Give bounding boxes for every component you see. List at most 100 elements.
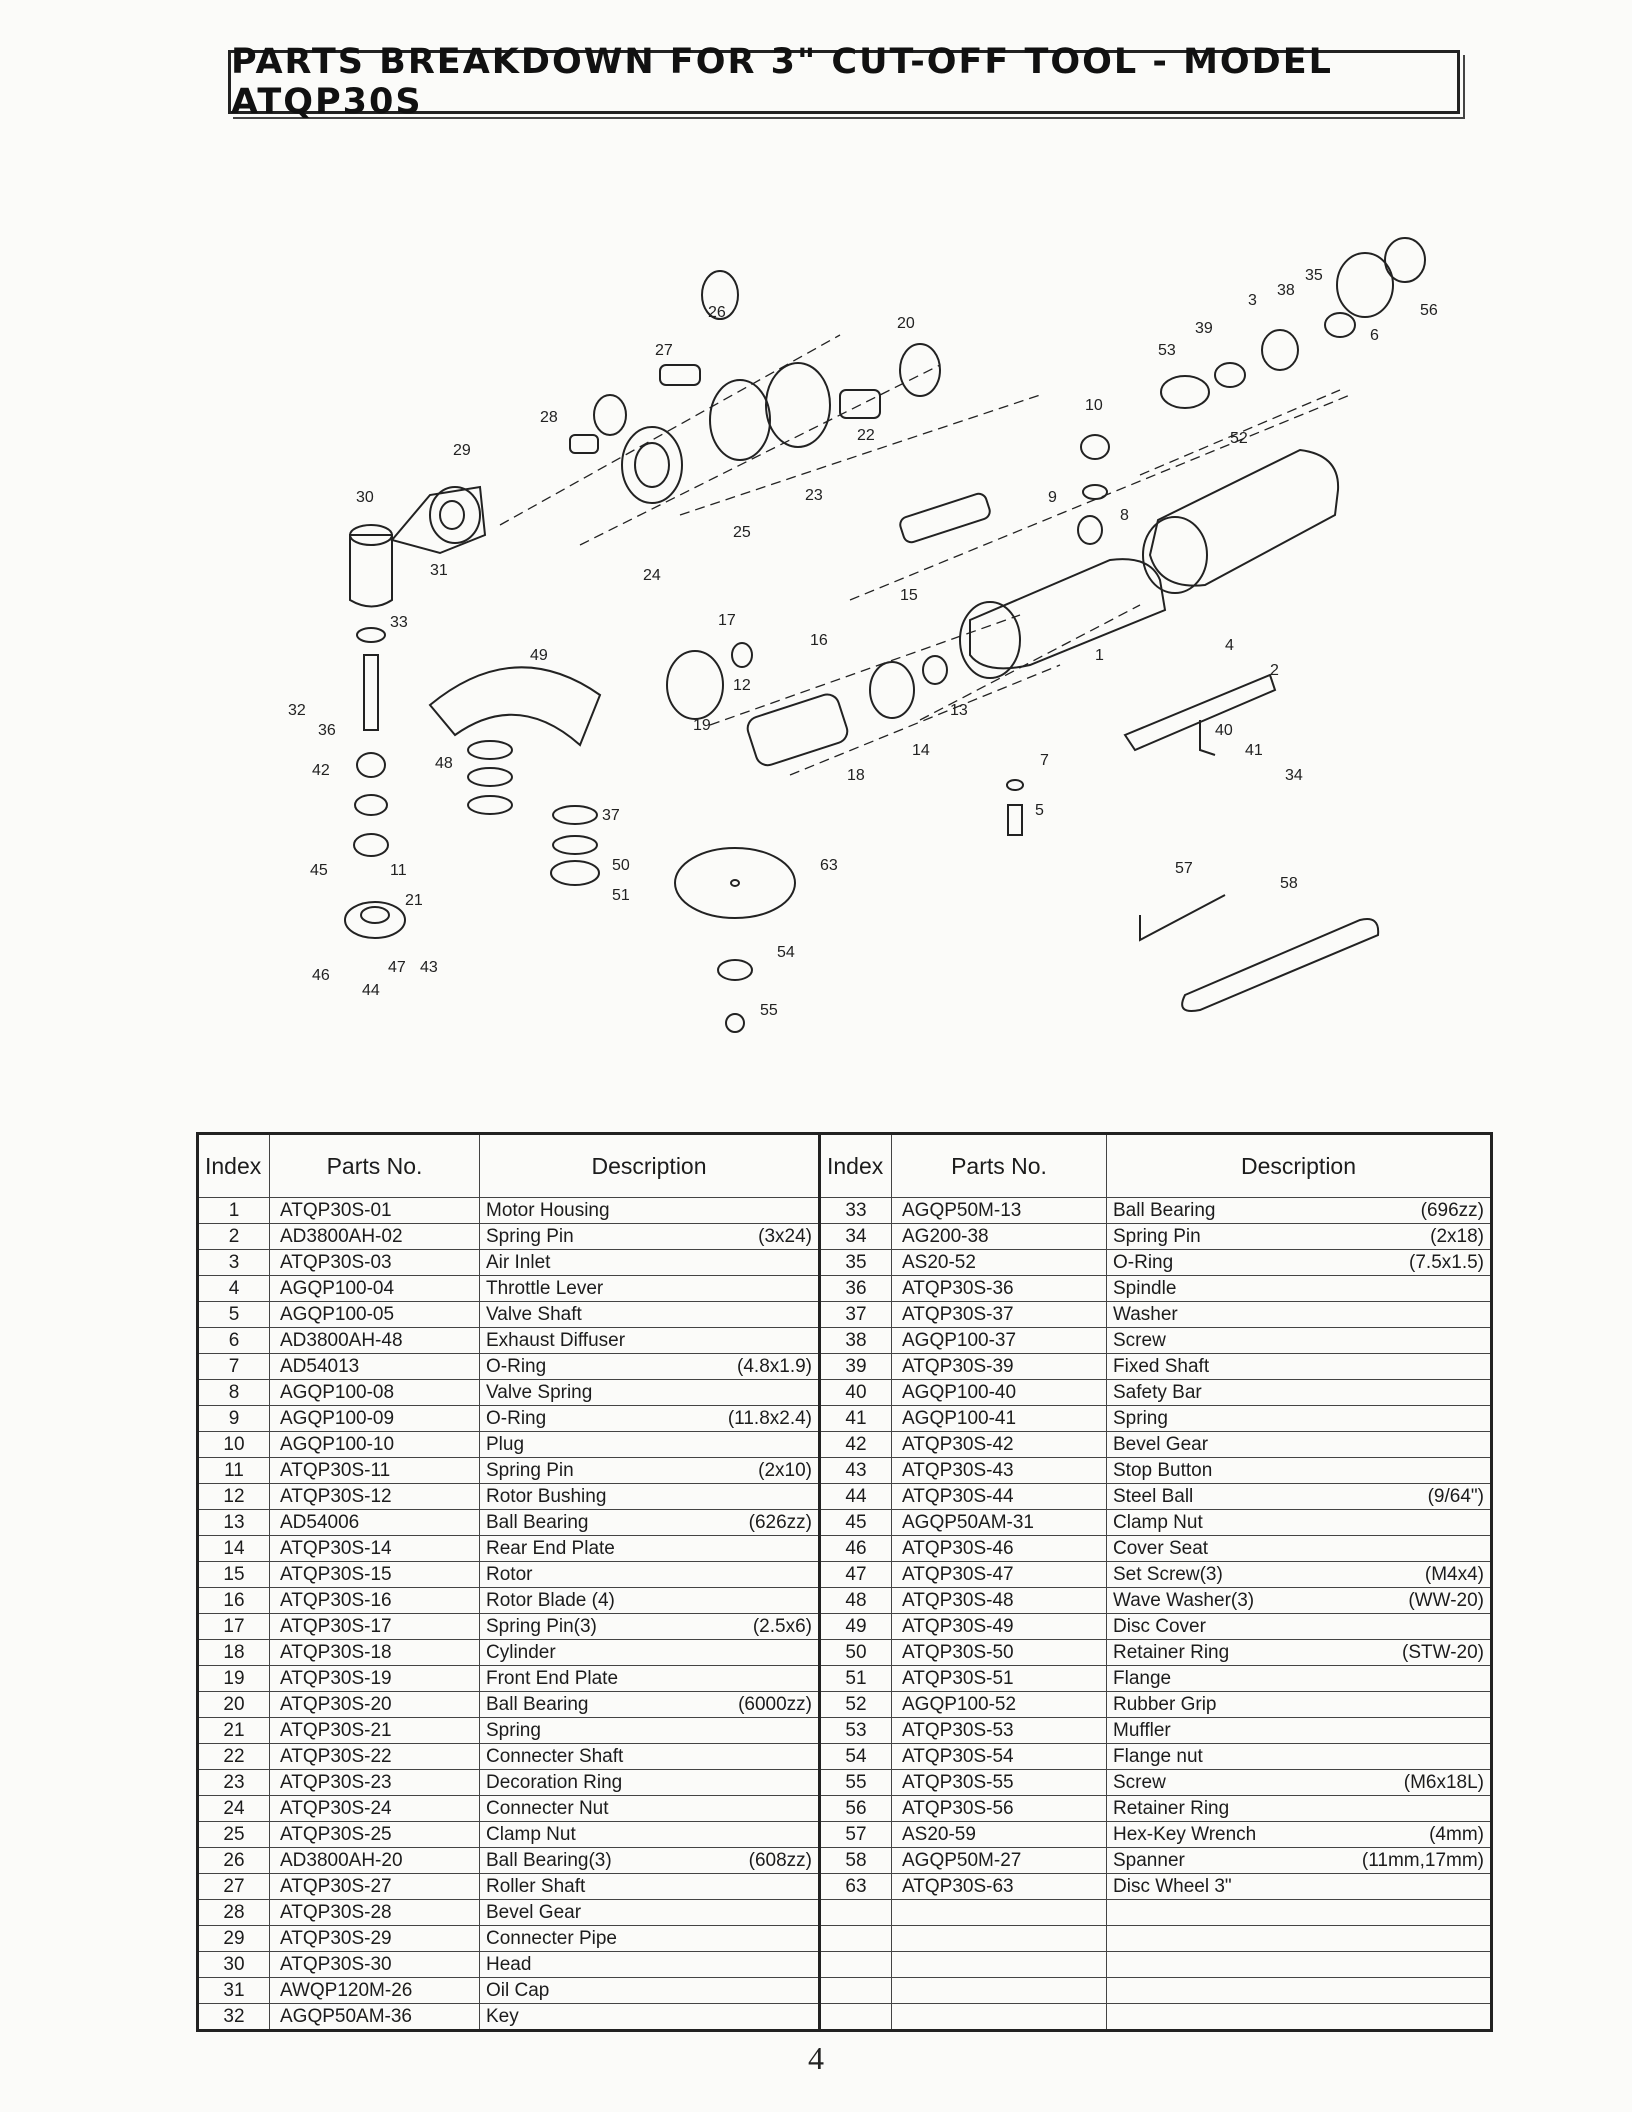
part-size: (608zz) xyxy=(748,1849,812,1871)
part-size: (6000zz) xyxy=(738,1693,812,1715)
part-description-text: Connecter Nut xyxy=(486,1797,609,1819)
part-size xyxy=(804,1433,812,1457)
part-number: AGQP50M-27 xyxy=(891,1847,1107,1874)
diagram-label: 14 xyxy=(912,742,930,759)
part-description: Fixed Shaft xyxy=(1106,1353,1492,1380)
part-description-text: Valve Shaft xyxy=(486,1303,582,1325)
part-number: ATQP30S-53 xyxy=(891,1717,1107,1744)
part-description: Set Screw(3)(M4x4) xyxy=(1106,1561,1492,1588)
part-number: AD3800AH-02 xyxy=(269,1223,480,1250)
part-description-text: Ball Bearing xyxy=(486,1511,589,1533)
part-index: 51 xyxy=(819,1665,892,1692)
part-index: 34 xyxy=(819,1223,892,1250)
part-size xyxy=(804,1875,812,1899)
part-index: 1 xyxy=(197,1197,270,1224)
head-part xyxy=(349,534,393,608)
page-title: PARTS BREAKDOWN FOR 3" CUT-OFF TOOL - MO… xyxy=(231,42,1333,122)
header-index: Index No. xyxy=(819,1133,892,1198)
part-index: 44 xyxy=(819,1483,892,1510)
part-description: Spring Pin(2x18) xyxy=(1106,1223,1492,1250)
part-description: Throttle Lever xyxy=(479,1275,821,1302)
part-description: Disc Wheel 3" xyxy=(1106,1873,1492,1900)
part-description-text: Motor Housing xyxy=(486,1199,610,1221)
part-number: ATQP30S-11 xyxy=(269,1457,480,1484)
part-number: AD3800AH-20 xyxy=(269,1847,480,1874)
part-description: Flange xyxy=(1106,1665,1492,1692)
part-size xyxy=(804,1719,812,1743)
part-size xyxy=(804,1771,812,1795)
diagram-label: 42 xyxy=(312,762,330,779)
part-description: Flange nut xyxy=(1106,1743,1492,1770)
diagram-label: 13 xyxy=(950,702,968,719)
part-description-text: Throttle Lever xyxy=(486,1277,604,1299)
part-size: (M4x4) xyxy=(1424,1563,1484,1585)
part-description-text: Rotor xyxy=(486,1563,533,1585)
part-number: ATQP30S-17 xyxy=(269,1613,480,1640)
part-index: 29 xyxy=(197,1925,270,1952)
part-index: 16 xyxy=(197,1587,270,1614)
part-index: 50 xyxy=(819,1639,892,1666)
diagram-label: 48 xyxy=(435,755,453,772)
part-size xyxy=(804,1199,812,1223)
part-index: 25 xyxy=(197,1821,270,1848)
part-index: 17 xyxy=(197,1613,270,1640)
part-description-text: Rotor Bushing xyxy=(486,1485,607,1507)
part-index: 28 xyxy=(197,1899,270,1926)
part-description-text: Ball Bearing(3) xyxy=(486,1849,612,1871)
part-number: ATQP30S-18 xyxy=(269,1639,480,1666)
motor-housing-part xyxy=(969,558,1167,670)
part-description: Stop Button xyxy=(1106,1457,1492,1484)
part-description: Spring xyxy=(1106,1405,1492,1432)
page-title-box: PARTS BREAKDOWN FOR 3" CUT-OFF TOOL - MO… xyxy=(228,42,1460,122)
part-description: Connecter Shaft xyxy=(479,1743,821,1770)
part-description-text: Oil Cap xyxy=(486,1979,550,2001)
diagram-label: 22 xyxy=(857,427,875,444)
diagram-label: 5 xyxy=(1035,802,1044,819)
part-description: Hex-Key Wrench(4mm) xyxy=(1106,1821,1492,1848)
part-description-text: Front End Plate xyxy=(486,1667,619,1689)
diagram-label: 6 xyxy=(1370,327,1379,344)
diagram-label: 38 xyxy=(1277,282,1295,299)
part-size xyxy=(804,1979,812,2003)
part-number: ATQP30S-54 xyxy=(891,1743,1107,1770)
part-number: AD54013 xyxy=(269,1353,480,1380)
part-index: 22 xyxy=(197,1743,270,1770)
diagram-label: 4 xyxy=(1225,637,1234,654)
part-index: 15 xyxy=(197,1561,270,1588)
diagram-label: 34 xyxy=(1285,767,1303,784)
part-description-text: Key xyxy=(486,2005,519,2027)
exhaust-diffuser-part xyxy=(1336,252,1394,318)
part-number: AS20-59 xyxy=(891,1821,1107,1848)
part-description-text: Bevel Gear xyxy=(486,1901,582,1923)
part-description: Head xyxy=(479,1951,821,1978)
part-size xyxy=(804,2005,812,2029)
part-size xyxy=(804,1251,812,1275)
part-description: Connecter Nut xyxy=(479,1795,821,1822)
part-size xyxy=(804,1745,812,1769)
part-index: 14 xyxy=(197,1535,270,1562)
diagram-label: 16 xyxy=(810,632,828,649)
part-description-text: Connecter Shaft xyxy=(486,1745,624,1767)
header-index: Index No. xyxy=(197,1133,270,1198)
part-size xyxy=(804,1303,812,1327)
part-description-text: Screw xyxy=(1113,1771,1166,1793)
part-size xyxy=(1476,1745,1484,1769)
part-index: 12 xyxy=(197,1483,270,1510)
part-description: Valve Shaft xyxy=(479,1301,821,1328)
part-number: ATQP30S-19 xyxy=(269,1665,480,1692)
part-index: 58 xyxy=(819,1847,892,1874)
part-description-text: Wave Washer(3) xyxy=(1113,1589,1255,1611)
part-description: Spring Pin(3)(2.5x6) xyxy=(479,1613,821,1640)
diagram-label: 18 xyxy=(847,767,865,784)
part-number: ATQP30S-16 xyxy=(269,1587,480,1614)
diagram-label: 24 xyxy=(643,567,661,584)
part-size: (9/64") xyxy=(1427,1485,1484,1507)
part-index: 32 xyxy=(197,2003,270,2031)
part-size: (4.8x1.9) xyxy=(737,1355,812,1377)
part-description-text: Flange xyxy=(1113,1667,1172,1689)
part-number: AD3800AH-48 xyxy=(269,1327,480,1354)
